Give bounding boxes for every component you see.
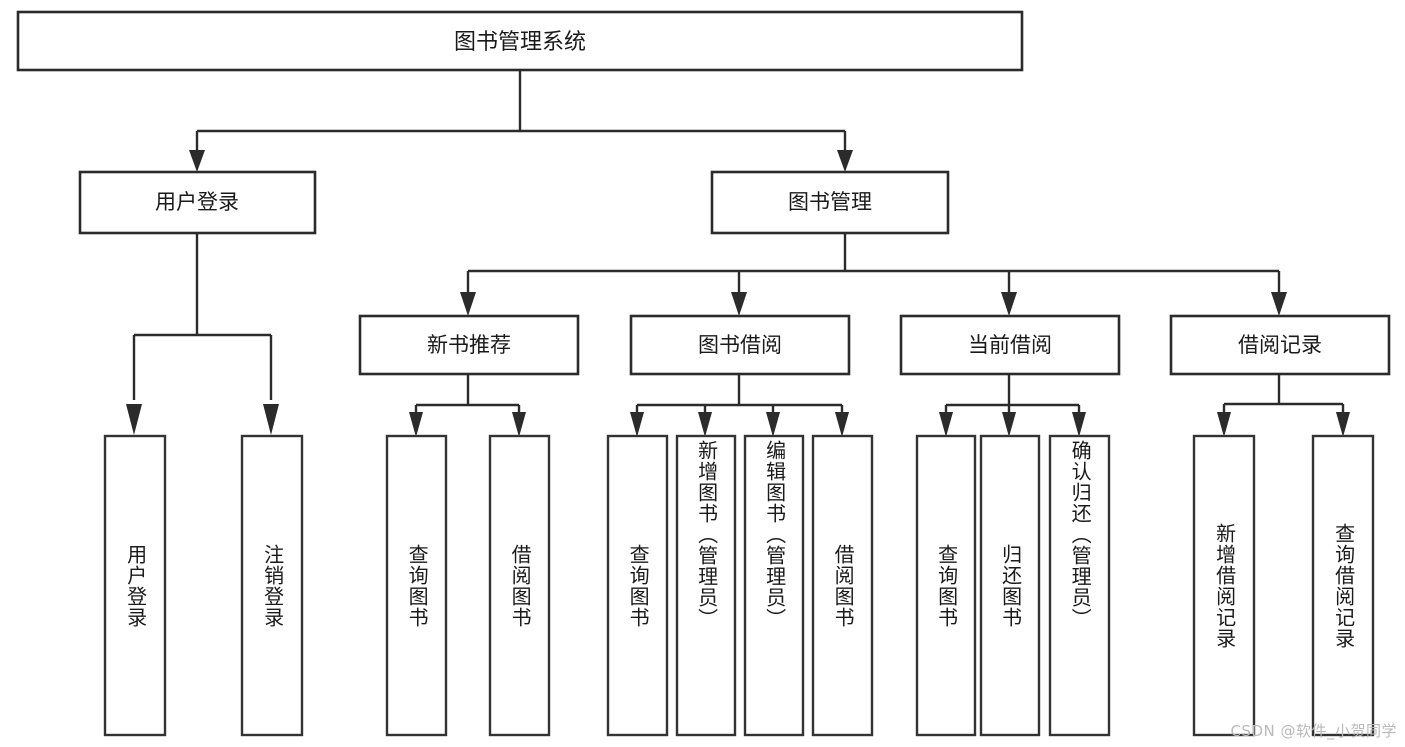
node-borrow-record[interactable]: 借阅记录: [1169, 314, 1391, 376]
node-root-label: 图书管理系统: [454, 30, 586, 55]
node-book-management[interactable]: 图书管理: [710, 170, 950, 235]
leaf-box-new-book-0[interactable]: [385, 434, 448, 737]
leaf-box-user-login-0[interactable]: [103, 434, 167, 737]
connector-bookborrow-to-leaves: [630, 374, 849, 437]
node-current-borrow[interactable]: 当前借阅: [899, 314, 1121, 376]
leaf-box-current-borrow-2[interactable]: [1048, 434, 1111, 737]
connector-newbook-to-leaves: [409, 374, 526, 437]
node-user-login[interactable]: 用户登录: [78, 170, 317, 235]
leaf-box-user-login-1[interactable]: [240, 434, 304, 737]
leaf-box-current-borrow-0[interactable]: [915, 434, 977, 737]
leaf-box-book-borrow-0[interactable]: [606, 434, 669, 737]
leaf-box-book-borrow-2[interactable]: [743, 434, 805, 737]
leaf-box-current-borrow-1[interactable]: [979, 434, 1041, 737]
leaf-box-new-book-1[interactable]: [488, 434, 551, 737]
leaf-box-book-borrow-1[interactable]: [675, 434, 737, 737]
node-book-borrow[interactable]: 图书借阅: [629, 314, 851, 376]
node-borrow-record-label: 借阅记录: [1238, 333, 1322, 357]
leaf-box-borrow-record-1[interactable]: [1311, 434, 1375, 737]
node-new-book-recommend-label: 新书推荐: [427, 333, 511, 357]
connector-borrowrecord-to-leaves: [1217, 374, 1350, 437]
node-book-borrow-label: 图书借阅: [698, 333, 782, 357]
node-new-book-recommend[interactable]: 新书推荐: [358, 314, 580, 376]
leaf-box-borrow-record-0[interactable]: [1192, 434, 1256, 737]
node-book-management-label: 图书管理: [788, 190, 872, 214]
csdn-watermark: CSDN @软件_小贺同学: [1230, 722, 1397, 740]
connector-userlogin-to-leaves: [126, 233, 279, 435]
node-current-borrow-label: 当前借阅: [968, 333, 1052, 357]
node-root[interactable]: 图书管理系统: [16, 10, 1024, 72]
connector-currentborrow-to-leaves: [939, 374, 1086, 437]
connector-bookmgmt-to-level3: [460, 233, 1287, 316]
node-user-login-label: 用户登录: [155, 190, 239, 214]
connector-root-to-level2: [189, 70, 853, 172]
leaf-box-book-borrow-3[interactable]: [811, 434, 874, 737]
